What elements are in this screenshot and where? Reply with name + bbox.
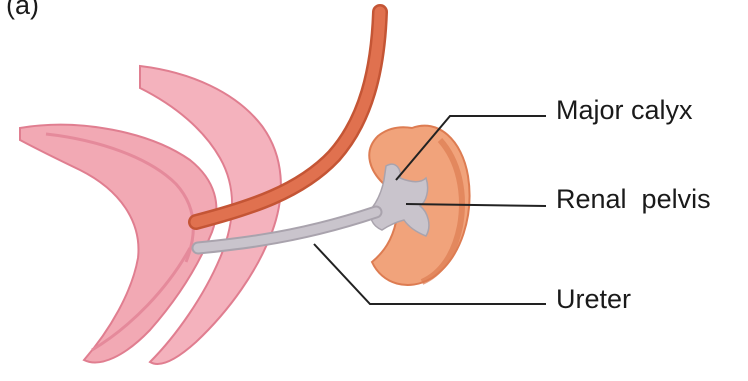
label-ureter: Ureter [556,284,631,315]
label-major-calyx: Major calyx [556,95,693,126]
label-renal-pelvis: Renal pelvis [556,184,711,215]
panel-label: (a) [6,0,39,21]
